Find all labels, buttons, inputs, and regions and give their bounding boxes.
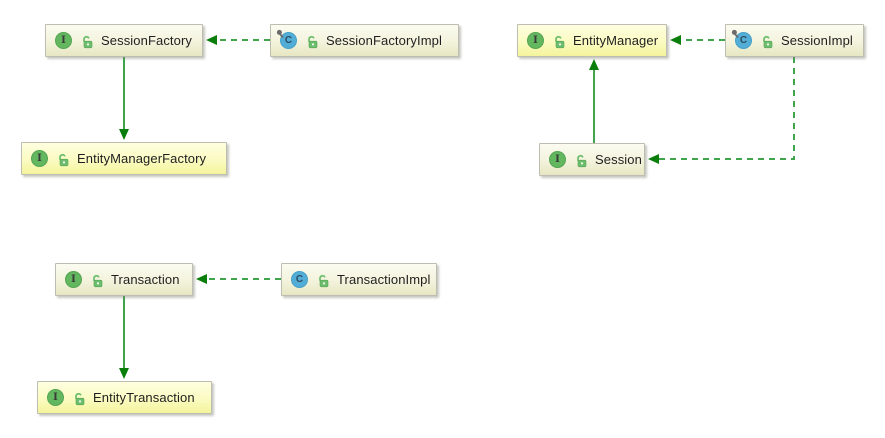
interface-icon: I — [549, 151, 566, 168]
unlocked-padlock-icon — [81, 35, 93, 49]
edge-session-impl-to-entity-manager-dashed — [670, 35, 725, 45]
edge-session-factory-to-entity-manager-factory-solid — [119, 57, 129, 140]
node-label: SessionFactory — [101, 33, 192, 48]
diagram-node-session-factory-impl[interactable]: C SessionFactoryImpl — [270, 24, 459, 57]
node-label: EntityManager — [573, 33, 659, 48]
node-label: SessionImpl — [781, 33, 853, 48]
edge-transaction-to-entity-transaction-solid — [119, 296, 129, 379]
class-icon: C — [276, 29, 297, 49]
diagram-node-entity-manager[interactable]: I EntityManager — [517, 24, 667, 57]
unlocked-padlock-icon — [73, 392, 85, 406]
diagram-node-entity-manager-factory[interactable]: I EntityManagerFactory — [21, 142, 227, 175]
interface-icon: I — [65, 271, 82, 288]
unlocked-padlock-icon — [761, 35, 773, 49]
unlocked-padlock-icon — [317, 274, 329, 288]
class-icon: C — [731, 29, 752, 49]
unlocked-padlock-icon — [57, 153, 69, 167]
interface-icon: I — [47, 389, 64, 406]
node-label: TransactionImpl — [337, 272, 431, 287]
unlocked-padlock-icon — [575, 154, 587, 168]
node-label: Session — [595, 152, 642, 167]
edge-session-factory-impl-to-session-factory-dashed — [206, 35, 270, 45]
class-icon: C — [291, 271, 308, 288]
unlocked-padlock-icon — [306, 35, 318, 49]
node-label: SessionFactoryImpl — [326, 33, 442, 48]
diagram-node-session-factory[interactable]: I SessionFactory — [45, 24, 203, 57]
interface-icon: I — [527, 32, 544, 49]
interface-icon: I — [31, 150, 48, 167]
diagram-node-entity-transaction[interactable]: I EntityTransaction — [37, 381, 212, 414]
diagram-node-transaction[interactable]: I Transaction — [55, 263, 193, 296]
node-label: Transaction — [111, 272, 180, 287]
edge-transaction-impl-to-transaction-dashed — [196, 274, 281, 284]
diagram-node-session-impl[interactable]: C SessionImpl — [725, 24, 864, 57]
key-badge-icon — [276, 29, 286, 39]
key-badge-icon — [731, 29, 741, 39]
node-label: EntityManagerFactory — [77, 151, 207, 166]
edge-session-impl-to-session-dashed — [648, 57, 795, 164]
unlocked-padlock-icon — [91, 274, 103, 288]
node-label: EntityTransaction — [93, 390, 195, 405]
edge-session-to-entity-manager-solid — [589, 59, 599, 143]
unlocked-padlock-icon — [553, 35, 565, 49]
diagram-node-session[interactable]: I Session — [539, 143, 645, 176]
interface-icon: I — [55, 32, 72, 49]
diagram-node-transaction-impl[interactable]: C TransactionImpl — [281, 263, 437, 296]
